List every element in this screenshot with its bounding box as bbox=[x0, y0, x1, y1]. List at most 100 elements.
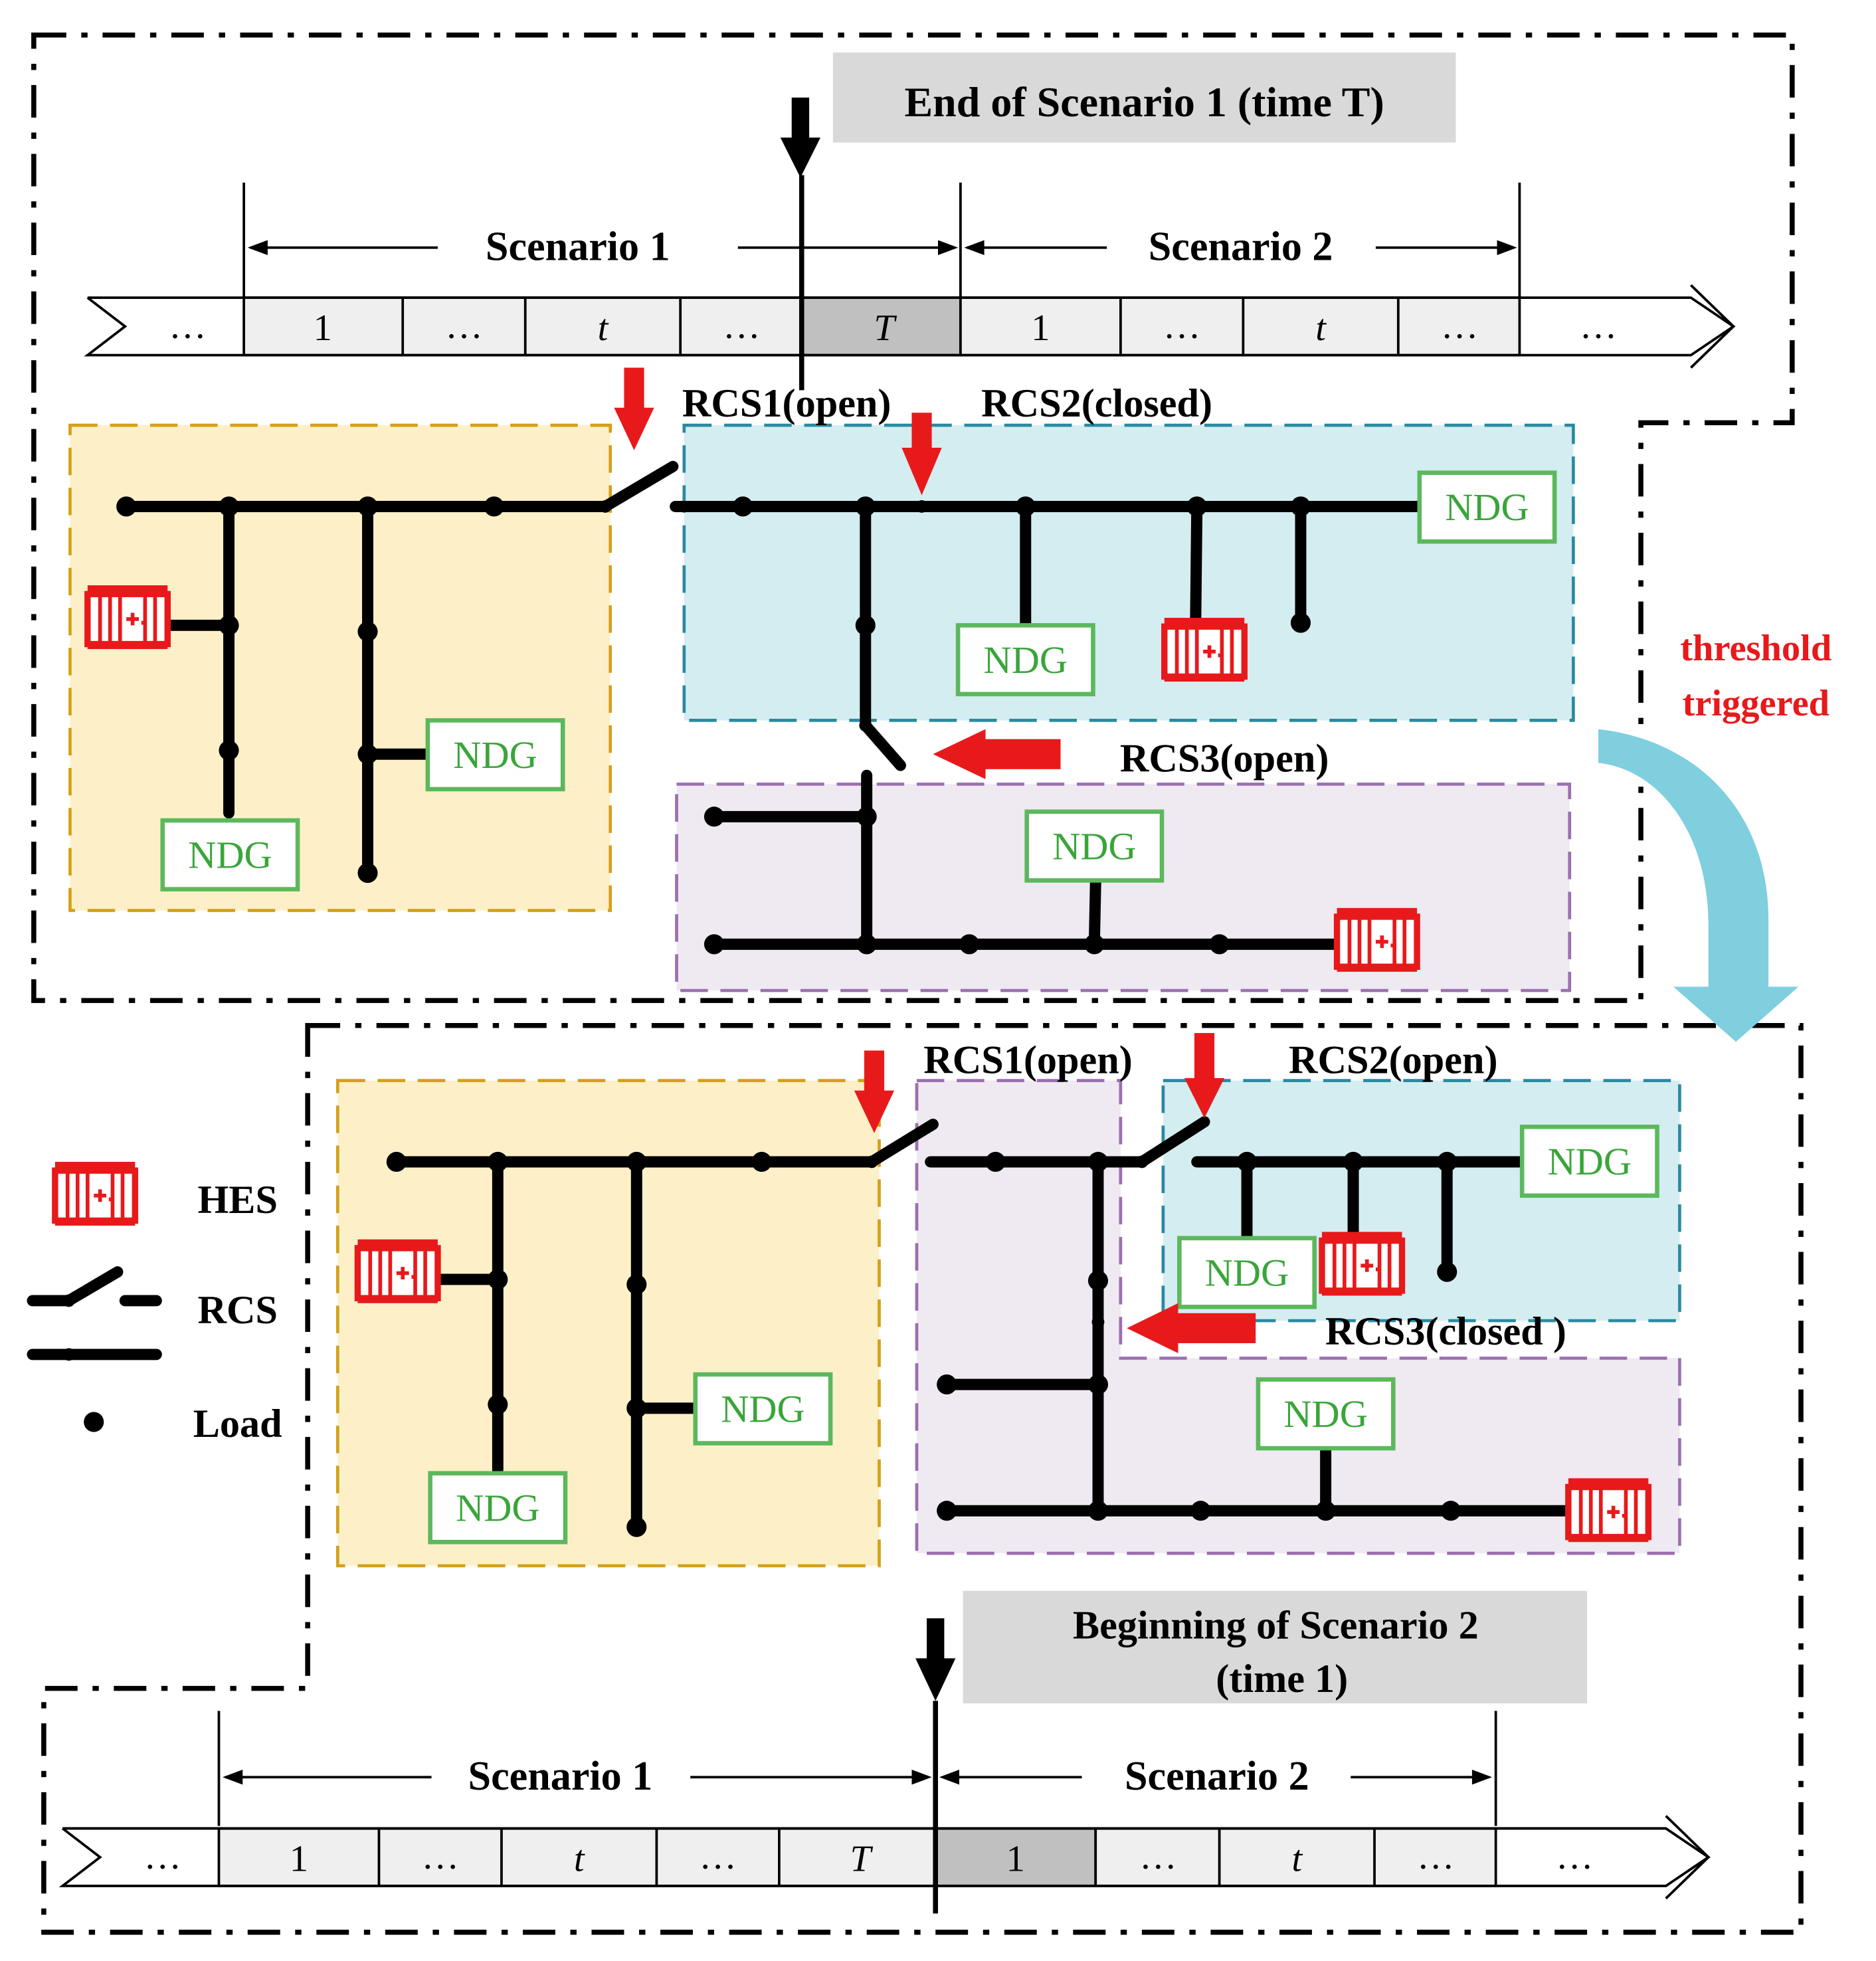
legend-hes-label: HES bbox=[197, 1178, 278, 1222]
bottom-time-arrow-head bbox=[915, 1658, 956, 1701]
top-ndg-text-3: NDG bbox=[1445, 486, 1529, 529]
bottom-cell-9: … bbox=[1417, 1836, 1454, 1877]
top-ndg-box-3 bbox=[1417, 470, 1557, 544]
top-frame bbox=[31, 32, 1795, 1003]
top-ndg-text-2: NDG bbox=[188, 834, 272, 877]
top-header-box bbox=[832, 52, 1456, 143]
bottom-scenario2-label: Scenario 2 bbox=[1125, 1754, 1309, 1799]
top-cell-6: 1 bbox=[1031, 308, 1050, 349]
bottom-header-line2: (time 1) bbox=[1216, 1657, 1348, 1701]
top-header-text: End of Scenario 1 (time T) bbox=[904, 78, 1384, 126]
bottom-cell-5: T bbox=[850, 1838, 874, 1879]
top-ndg-box-2 bbox=[160, 818, 300, 891]
bottom-ndg-box-2 bbox=[428, 1471, 568, 1544]
bottom-rcs1-label: RCS1(open) bbox=[923, 1038, 1133, 1082]
bottom-cell-6: 1 bbox=[1006, 1838, 1025, 1879]
bottom-cell-1: 1 bbox=[290, 1838, 308, 1879]
bottom-ndg-box-5 bbox=[1177, 1236, 1317, 1309]
legend: HES RCS Load bbox=[27, 1162, 282, 1446]
bottom-red-arrows bbox=[854, 1033, 1256, 1354]
top-cell-7: … bbox=[1163, 305, 1200, 346]
bottom-ndg-text-4: NDG bbox=[1548, 1140, 1632, 1183]
legend-hes-icon bbox=[55, 1162, 135, 1226]
bottom-hes-icon-blue bbox=[1322, 1232, 1402, 1295]
bottom-rcs1-switch bbox=[866, 1119, 939, 1168]
bottom-cell-3: t bbox=[574, 1838, 585, 1879]
top-rcs2-label: RCS2(closed) bbox=[981, 381, 1212, 426]
top-zone-orange bbox=[68, 423, 612, 912]
bottom-blue-network bbox=[1191, 1151, 1528, 1282]
bottom-rcs3-label: RCS3(closed ) bbox=[1325, 1309, 1566, 1354]
bottom-time-arrow-shaft bbox=[927, 1618, 945, 1661]
bottom-cell-0: … bbox=[144, 1836, 181, 1877]
bottom-ndg-box-3 bbox=[1256, 1377, 1396, 1451]
top-time-arrow-shaft bbox=[791, 97, 810, 140]
top-blue-network bbox=[670, 496, 1426, 771]
bottom-zone-orange bbox=[335, 1079, 881, 1568]
bottom-ndg-text-1: NDG bbox=[721, 1388, 804, 1431]
top-orange-network bbox=[116, 460, 679, 884]
top-rcs3-label: RCS3(open) bbox=[1120, 737, 1329, 781]
bottom-cell-7: … bbox=[1139, 1836, 1176, 1877]
top-timeline-s2-cells bbox=[959, 296, 1521, 357]
top-ndg-box-5 bbox=[1024, 809, 1165, 883]
bottom-cell-4: … bbox=[699, 1836, 736, 1877]
top-hes-icon-orange bbox=[88, 585, 167, 649]
top-cell-0: … bbox=[169, 305, 206, 346]
top-ndg-text-5: NDG bbox=[1052, 824, 1136, 868]
top-scenario2-label: Scenario 2 bbox=[1149, 225, 1333, 270]
bottom-ndg-text-2: NDG bbox=[456, 1486, 539, 1529]
bottom-timeline-arrow bbox=[58, 1827, 1711, 1887]
bottom-timeline: Beginning of Scenario 2 (time 1) Scenari… bbox=[58, 1590, 1711, 1914]
top-purple-network bbox=[704, 769, 1344, 955]
top-cell-2: … bbox=[445, 305, 482, 346]
bottom-cell-8: t bbox=[1291, 1838, 1303, 1879]
bottom-timeline-s1-cells bbox=[217, 1827, 937, 1887]
top-cell-5: T bbox=[874, 308, 897, 349]
top-cell-9: … bbox=[1441, 305, 1478, 346]
top-rcs1-label: RCS1(open) bbox=[682, 381, 891, 426]
threshold-text-line2: triggered bbox=[1682, 683, 1829, 724]
bottom-header-box bbox=[963, 1590, 1588, 1704]
top-cell-1: 1 bbox=[314, 308, 332, 349]
legend-rcs-label: RCS bbox=[197, 1288, 278, 1333]
bottom-timeline-s2-cells bbox=[1094, 1827, 1497, 1887]
bottom-cell-2: … bbox=[421, 1836, 458, 1877]
bottom-rcs2-switch bbox=[1136, 1116, 1210, 1168]
bottom-hes-icon-purple bbox=[1568, 1478, 1648, 1542]
top-cell-3: t bbox=[598, 308, 609, 349]
top-hes-icon-purple bbox=[1337, 908, 1417, 972]
top-ndg-text-1: NDG bbox=[453, 733, 537, 777]
bottom-cell-10: … bbox=[1556, 1836, 1593, 1877]
threshold-text-line1: threshold bbox=[1680, 628, 1831, 669]
legend-load-label: Load bbox=[193, 1402, 282, 1446]
bottom-orange-network bbox=[386, 1119, 939, 1537]
bottom-hes-icon-orange bbox=[357, 1240, 437, 1303]
top-time-arrow-head bbox=[780, 138, 821, 178]
top-scenario1-label: Scenario 1 bbox=[486, 225, 670, 270]
bottom-ndg-box-1 bbox=[693, 1372, 833, 1446]
bottom-rcs2-label: RCS2(open) bbox=[1289, 1038, 1498, 1082]
top-zone-blue bbox=[682, 423, 1575, 722]
bottom-purple-network bbox=[925, 1116, 1576, 1521]
top-cell-10: … bbox=[1580, 305, 1617, 346]
bottom-scenario1-label: Scenario 1 bbox=[468, 1754, 653, 1799]
bottom-zone-purple bbox=[915, 1079, 1681, 1555]
top-timeline: End of Scenario 1 (time T) Scenario 1 Sc… bbox=[84, 52, 1736, 391]
top-red-arrows bbox=[614, 367, 1061, 779]
bottom-ndg-text-3: NDG bbox=[1283, 1392, 1367, 1436]
top-timeline-arrow bbox=[84, 296, 1736, 357]
top-cell-8: t bbox=[1315, 308, 1327, 349]
top-rcs3-switch bbox=[860, 719, 906, 771]
top-timeline-highlight-cell bbox=[800, 296, 962, 357]
top-cell-4: … bbox=[723, 305, 760, 346]
top-ndg-text-4: NDG bbox=[984, 638, 1068, 682]
top-ndg-box-1 bbox=[425, 718, 565, 792]
threshold-curved-arrow bbox=[1598, 729, 1799, 1042]
bottom-ndg-box-4 bbox=[1519, 1124, 1659, 1198]
bottom-ndg-text-5: NDG bbox=[1205, 1251, 1289, 1294]
top-rcs1-switch bbox=[599, 460, 679, 512]
bottom-header-line1: Beginning of Scenario 2 bbox=[1073, 1603, 1479, 1647]
legend-load-dot bbox=[84, 1412, 104, 1432]
